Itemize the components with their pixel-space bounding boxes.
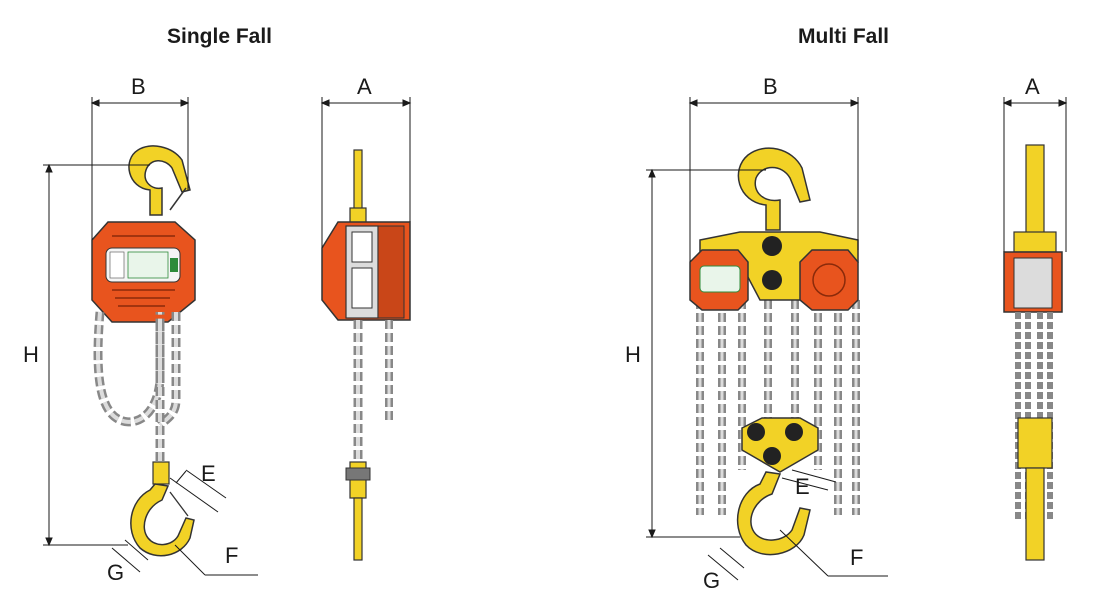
multi-E-label: E <box>795 474 810 499</box>
multi-fall-side-view <box>1003 144 1063 561</box>
multi-A-label: A <box>1025 74 1040 99</box>
single-fall-side-view <box>321 149 411 561</box>
multi-F-label: F <box>850 545 864 570</box>
multi-G-label: G <box>703 568 721 593</box>
single-G-label: G <box>107 560 125 585</box>
single-side-dimensions <box>320 97 412 248</box>
multi-H-label: H <box>625 342 641 367</box>
multi-fall-front-view <box>689 147 860 556</box>
multi-side-dimensions <box>1002 97 1068 252</box>
single-fall-title: Single Fall <box>167 25 273 48</box>
single-H-label: H <box>23 342 39 367</box>
single-F-label: F <box>225 543 239 568</box>
multi-fall-dimensions <box>646 97 888 581</box>
multi-fall-title: Multi Fall <box>798 25 889 48</box>
multi-B-label: B <box>763 74 778 99</box>
single-fall-front-view <box>91 145 196 557</box>
single-E-label: E <box>201 461 216 486</box>
single-A-label: A <box>357 74 372 99</box>
single-fall-dimensions <box>43 97 258 576</box>
single-B-label: B <box>131 74 146 99</box>
